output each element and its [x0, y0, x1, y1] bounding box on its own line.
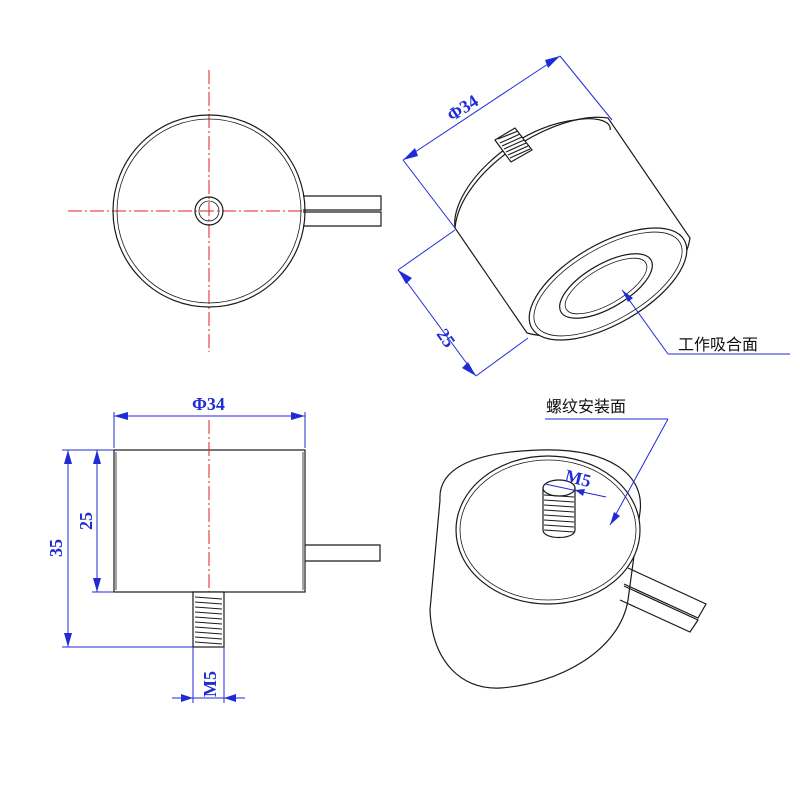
top-view-outer-circle	[112, 114, 306, 308]
top-view	[68, 70, 382, 352]
working-face-label: 工作吸合面	[678, 335, 758, 354]
iso-mount-thread-stud	[542, 479, 576, 539]
front-diameter-dimension: Φ34	[113, 394, 306, 448]
working-face-leader	[621, 289, 790, 355]
front-total-height-dimension: 35	[46, 449, 193, 648]
front-body-height-dimension: 25	[76, 449, 114, 593]
iso-mount-lead-wire	[619, 567, 707, 633]
iso-front-face	[528, 227, 688, 341]
front-total-height-label: 35	[46, 539, 66, 557]
front-view-thread-stud	[192, 591, 225, 648]
iso-view-mount-face: M5 螺纹安装面	[429, 397, 707, 689]
front-thread-dimension: M5	[172, 647, 245, 703]
mount-face-label: 螺纹安装面	[546, 397, 626, 416]
front-view-lead-wire	[305, 544, 381, 562]
top-view-lead-wires	[303, 195, 382, 227]
top-view-hole-inner	[198, 200, 220, 222]
iso-front-face-recess	[559, 253, 653, 319]
iso-height-label: 25	[433, 325, 460, 351]
front-thread-label: M5	[200, 671, 220, 697]
iso-front-face-recess-inner	[564, 257, 648, 315]
iso-front-face-rim	[533, 231, 683, 337]
iso-view-working-face: Φ34 25 工作吸合面	[397, 55, 790, 377]
front-body-height-label: 25	[76, 512, 96, 530]
top-view-inner-circle	[116, 118, 302, 304]
iso-height-dimension: 25	[397, 229, 529, 377]
front-diameter-label: Φ34	[192, 394, 225, 414]
front-view: Φ34 25 35 M5	[46, 394, 381, 703]
iso-mount-top-face-rim	[459, 459, 637, 601]
iso-top-thread-stud	[494, 127, 533, 163]
mount-face-leader	[545, 418, 669, 526]
iso-mount-body-outline	[429, 449, 642, 689]
top-view-hole-outer	[194, 196, 224, 226]
iso-back-face-edge	[454, 118, 611, 229]
